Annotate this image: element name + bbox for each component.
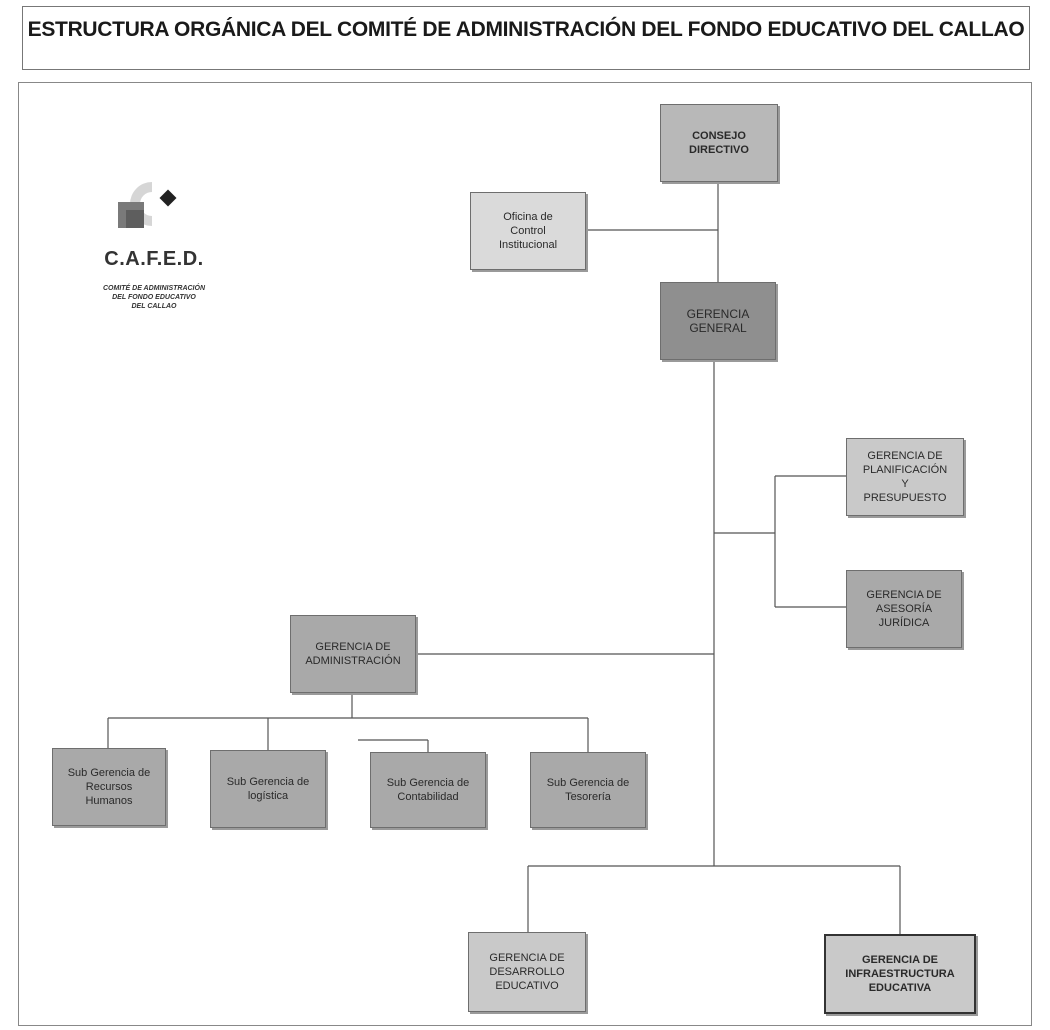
- node-sub-gerencia-rrhh: Sub Gerencia de Recursos Humanos: [52, 748, 166, 826]
- node-sub-gerencia-logistica: Sub Gerencia de logística: [210, 750, 326, 828]
- cafed-logo: C.A.F.E.D. COMITÉ DE ADMINISTRACIÓN DEL …: [74, 160, 234, 325]
- node-sub-gerencia-tesoreria: Sub Gerencia de Tesorería: [530, 752, 646, 828]
- node-consejo-directivo: CONSEJO DIRECTIVO: [660, 104, 778, 182]
- node-gerencia-planificacion: GERENCIA DE PLANIFICACIÓN Y PRESUPUESTO: [846, 438, 964, 516]
- node-oficina-control-institucional: Oficina de Control Institucional: [470, 192, 586, 270]
- cafed-logo-icon: [118, 182, 177, 228]
- page-title: ESTRUCTURA ORGÁNICA DEL COMITÉ DE ADMINI…: [27, 18, 1025, 41]
- chart-frame: [18, 82, 1032, 1026]
- node-sub-gerencia-contabilidad: Sub Gerencia de Contabilidad: [370, 752, 486, 828]
- node-gerencia-desarrollo-educativo: GERENCIA DE DESARROLLO EDUCATIVO: [468, 932, 586, 1012]
- node-gerencia-general: GERENCIA GENERAL: [660, 282, 776, 360]
- title-box: ESTRUCTURA ORGÁNICA DEL COMITÉ DE ADMINI…: [22, 6, 1030, 70]
- node-gerencia-infraestructura-educativa: GERENCIA DE INFRAESTRUCTURA EDUCATIVA: [824, 934, 976, 1014]
- node-gerencia-asesoria-juridica: GERENCIA DE ASESORÍA JURÍDICA: [846, 570, 962, 648]
- logo-subtitle: COMITÉ DE ADMINISTRACIÓN DEL FONDO EDUCA…: [102, 285, 206, 310]
- logo-name: C.A.F.E.D.: [104, 248, 204, 270]
- node-gerencia-administracion: GERENCIA DE ADMINISTRACIÓN: [290, 615, 416, 693]
